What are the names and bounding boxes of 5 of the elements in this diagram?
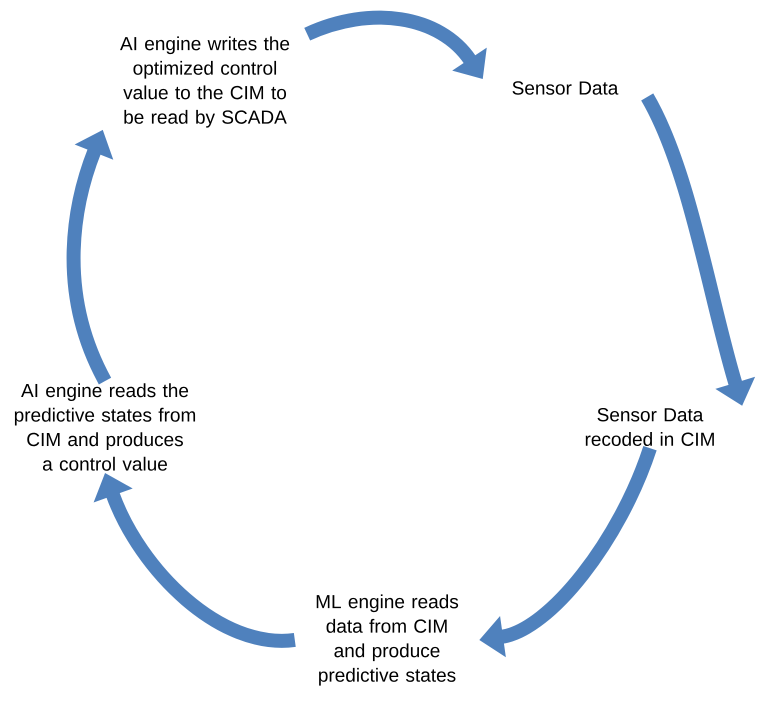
step-text: Sensor Data: [512, 81, 618, 95]
step-text: AI engine writes the optimized control value to the CIM to be read by SCADA: [120, 36, 290, 128]
step-text: AI engine reads the predictive states from CIM and produces a control value: [14, 383, 196, 471]
step-text: ML engine reads data from CIM and produce predictive states: [316, 594, 458, 686]
step-text: Sensor Data recoded in CIM: [586, 408, 714, 446]
